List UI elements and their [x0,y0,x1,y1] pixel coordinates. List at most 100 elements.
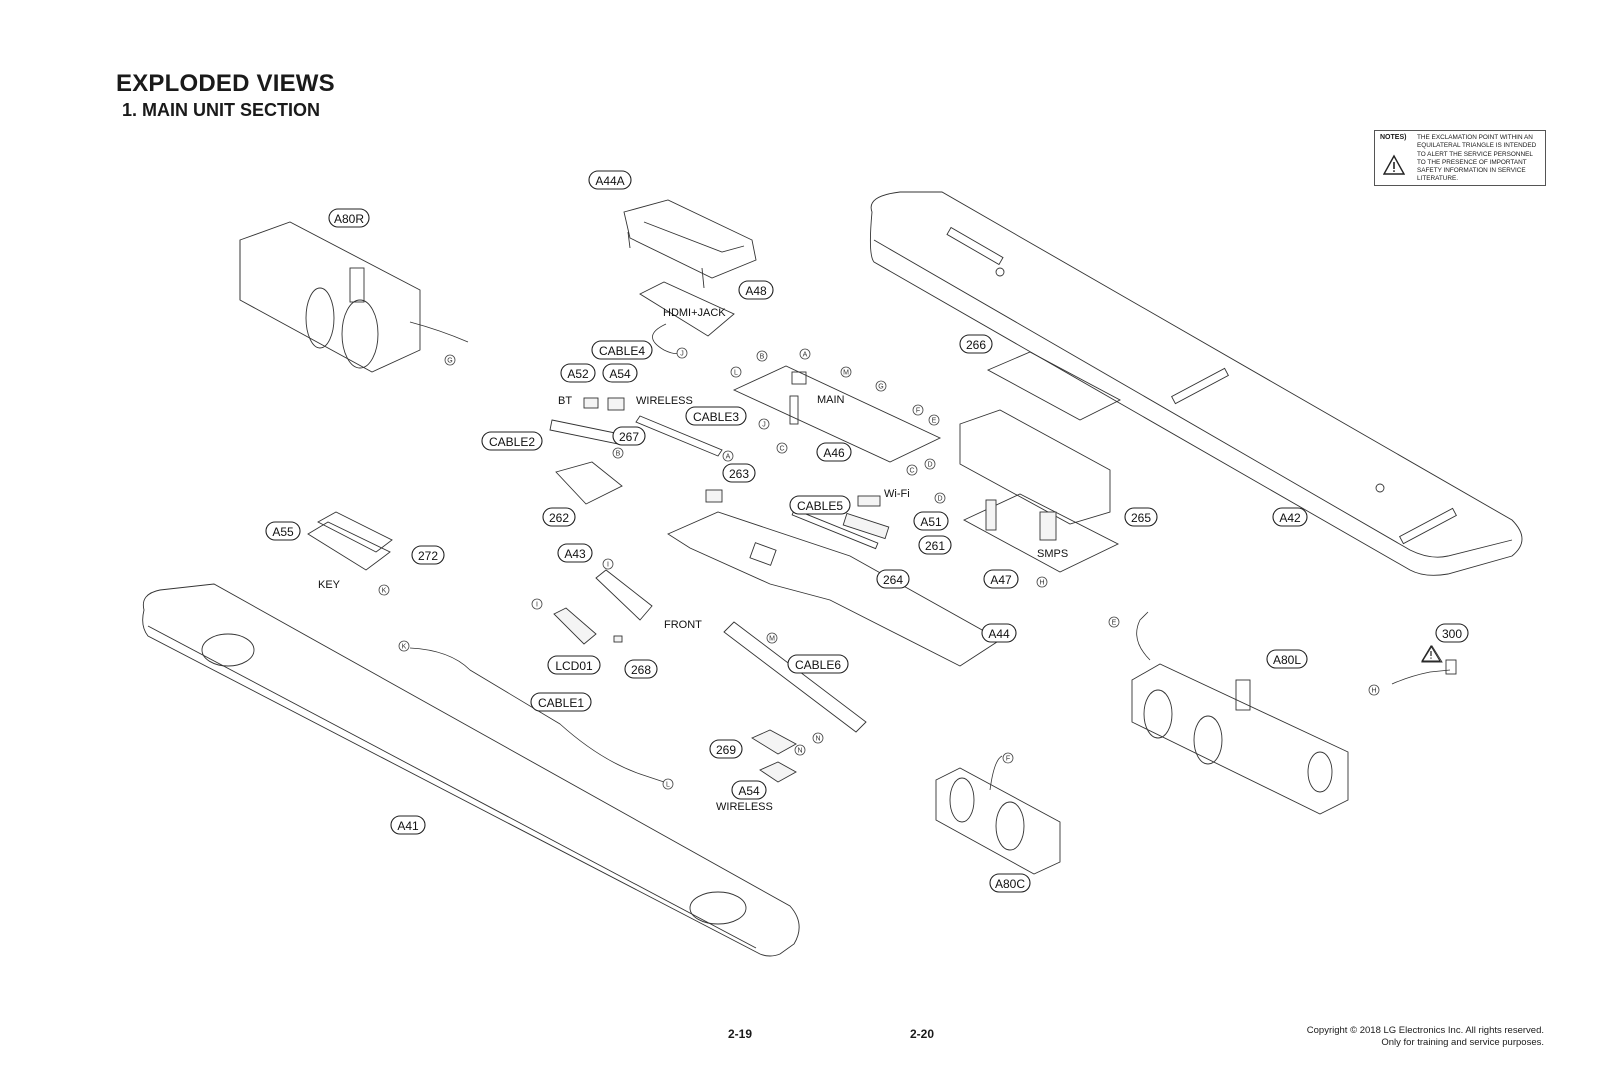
lcd-module [553,607,597,645]
wifi-board-261 [842,512,890,540]
svg-text:CABLE3: CABLE3 [693,410,739,424]
top-cover-plate [869,191,1523,576]
left-speaker-assembly [1131,611,1349,815]
svg-text:A46: A46 [823,446,845,460]
notes-heading: NOTES) [1380,134,1407,141]
warning-triangle-icon [1383,154,1405,175]
tag-front: FRONT [664,619,702,631]
svg-text:A48: A48 [745,284,767,298]
svg-text:C: C [909,468,914,475]
tag-bt: BT [558,395,572,407]
key-board [307,521,391,571]
svg-text:CABLE2: CABLE2 [489,435,535,449]
page-title: EXPLODED VIEWS [116,70,335,97]
connector-d-smps: D [934,492,946,504]
svg-text:A41: A41 [397,819,419,833]
tag-main: MAIN [817,394,845,406]
callout-a55: A55 [265,521,301,541]
callout-cable5: CABLE5 [789,495,851,515]
svg-text:L: L [666,782,670,789]
svg-text:L: L [734,370,738,377]
tag-wireless-bottom: WIRELESS [716,801,773,813]
wireless-module-top [607,397,625,411]
safety-notes-box: NOTES) THE EXCLAMATION POINT WITHIN AN E… [1374,130,1546,186]
callout-a54-bottom: A54 [731,780,767,800]
module-269 [751,729,797,755]
tag-key: KEY [318,579,341,591]
main-board [732,365,942,463]
connector-l: L [730,366,742,378]
callout-a52: A52 [560,363,596,383]
svg-text:266: 266 [966,338,986,352]
svg-text:A80R: A80R [334,212,364,226]
svg-text:A: A [803,352,808,359]
notes-line: LITERATURE. [1417,175,1459,183]
callout-a47: A47 [983,569,1019,589]
connector-h-smps: H [1036,576,1048,588]
svg-text:CABLE6: CABLE6 [795,658,841,672]
svg-text:261: 261 [925,539,945,553]
callout-269: 269 [709,739,743,759]
top-bracket [623,199,757,289]
callout-300: 300 [1435,623,1469,643]
callout-a51: A51 [913,511,949,531]
tag-hdmi-jack: HDMI+JACK [663,307,726,319]
svg-text:A47: A47 [990,573,1012,587]
callout-266: 266 [959,334,993,354]
connector-i-a43: I [602,558,614,570]
connector-g-main: G [875,380,887,392]
part-268 [613,635,623,643]
insulation-sheet-266 [986,351,1121,421]
svg-text:300: 300 [1442,627,1462,641]
svg-text:A44: A44 [988,627,1010,641]
callout-a43: A43 [557,543,593,563]
bt-module [583,397,599,409]
svg-text:N: N [815,736,820,743]
callout-261: 261 [918,535,952,555]
svg-text:J: J [762,422,766,429]
thermal-pad-263 [705,489,723,503]
callout-cable2: CABLE2 [481,431,543,451]
small-bracket-262 [555,461,623,505]
tag-wifi: Wi-Fi [884,488,910,500]
callout-a48: A48 [738,280,774,300]
svg-text:262: 262 [549,511,569,525]
notes-line: TO ALERT THE SERVICE PERSONNEL [1417,150,1533,158]
warning-triangle-icon [1421,645,1441,662]
connector-c-main: C [906,464,918,476]
callout-a42: A42 [1272,507,1308,527]
svg-text:D: D [927,462,932,469]
svg-text:B: B [760,354,765,361]
copyright-notice: Copyright © 2018 LG Electronics Inc. All… [1307,1025,1544,1049]
svg-text:269: 269 [716,743,736,757]
main-chassis [667,508,1001,667]
svg-text:A54: A54 [738,784,760,798]
svg-text:I: I [536,602,538,609]
svg-text:272: 272 [418,549,438,563]
callout-lcd01: LCD01 [547,655,601,675]
connector-g-a80r: G [444,354,456,366]
cable2-drawing [549,419,621,445]
connector-n-cable6: N [812,732,824,744]
callout-cable1: CABLE1 [530,692,592,712]
connector-n-269: N [794,744,806,756]
notes-line: THE EXCLAMATION POINT WITHIN AN [1417,134,1533,141]
svg-text:B: B [616,451,621,458]
connector-e-main: E [928,414,940,426]
svg-text:I: I [607,562,609,569]
svg-text:H: H [1039,580,1044,587]
copyright-line-1: Copyright © 2018 LG Electronics Inc. All… [1306,1025,1544,1036]
notes-line: TO THE PRESENCE OF IMPORTANT [1417,158,1527,166]
svg-text:E: E [1112,620,1117,627]
svg-text:A54: A54 [609,367,631,381]
callout-cable4: CABLE4 [591,340,653,360]
svg-text:A: A [726,454,731,461]
tag-wireless-top: WIRELESS [636,395,693,407]
svg-text:A42: A42 [1279,511,1301,525]
callout-264: 264 [876,569,910,589]
connector-b-cable2: B [612,447,624,459]
svg-text:F: F [916,408,920,415]
svg-text:G: G [878,384,883,391]
svg-text:E: E [932,418,937,425]
svg-text:K: K [382,588,387,595]
